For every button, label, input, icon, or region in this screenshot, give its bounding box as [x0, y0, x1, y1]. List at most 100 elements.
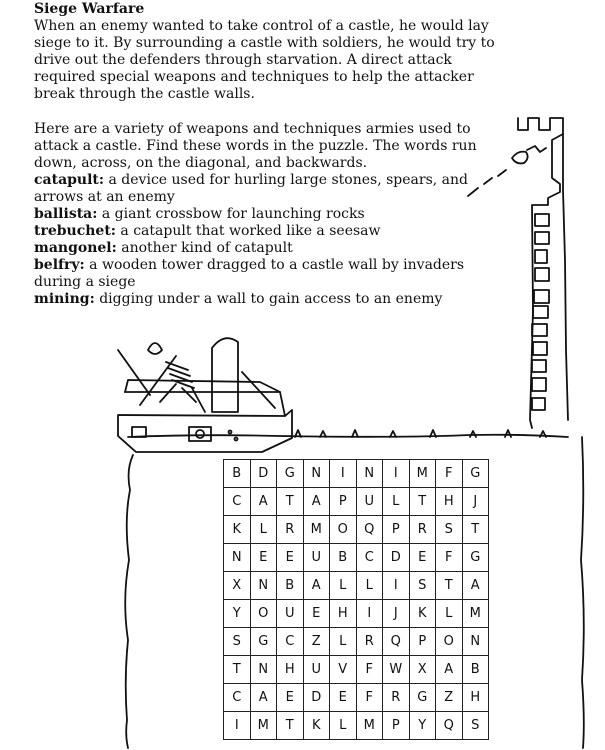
grid-cell[interactable]: F: [355, 683, 383, 712]
grid-cell[interactable]: K: [302, 711, 330, 740]
grid-cell[interactable]: H: [329, 599, 357, 628]
grid-cell[interactable]: L: [382, 487, 410, 516]
grid-cell[interactable]: I: [382, 459, 410, 488]
grid-cell[interactable]: Y: [223, 599, 251, 628]
grid-cell[interactable]: D: [302, 683, 330, 712]
grid-cell[interactable]: S: [408, 571, 436, 600]
grid-cell[interactable]: J: [382, 599, 410, 628]
grid-cell[interactable]: R: [276, 515, 304, 544]
grid-cell[interactable]: U: [355, 487, 383, 516]
grid-cell[interactable]: I: [382, 571, 410, 600]
grid-cell[interactable]: B: [276, 571, 304, 600]
grid-cell[interactable]: Q: [382, 627, 410, 656]
grid-cell[interactable]: T: [276, 487, 304, 516]
grid-cell[interactable]: R: [408, 515, 436, 544]
grid-cell[interactable]: P: [382, 711, 410, 740]
grid-cell[interactable]: N: [355, 459, 383, 488]
grid-cell[interactable]: P: [408, 627, 436, 656]
grid-cell[interactable]: L: [329, 571, 357, 600]
grid-cell[interactable]: T: [461, 515, 489, 544]
grid-cell[interactable]: B: [223, 459, 251, 488]
grid-cell[interactable]: I: [329, 459, 357, 488]
grid-cell[interactable]: A: [461, 571, 489, 600]
grid-cell[interactable]: C: [223, 487, 251, 516]
grid-cell[interactable]: H: [276, 655, 304, 684]
grid-cell[interactable]: P: [382, 515, 410, 544]
grid-cell[interactable]: E: [249, 543, 277, 572]
grid-cell[interactable]: C: [276, 627, 304, 656]
grid-cell[interactable]: A: [249, 487, 277, 516]
grid-cell[interactable]: D: [382, 543, 410, 572]
grid-cell[interactable]: F: [435, 459, 463, 488]
grid-cell[interactable]: U: [302, 655, 330, 684]
grid-cell[interactable]: Q: [435, 711, 463, 740]
grid-cell[interactable]: L: [355, 571, 383, 600]
grid-cell[interactable]: O: [435, 627, 463, 656]
grid-cell[interactable]: M: [355, 711, 383, 740]
grid-cell[interactable]: N: [223, 543, 251, 572]
grid-cell[interactable]: E: [329, 683, 357, 712]
grid-cell[interactable]: D: [249, 459, 277, 488]
grid-cell[interactable]: A: [435, 655, 463, 684]
grid-cell[interactable]: S: [461, 711, 489, 740]
grid-cell[interactable]: M: [302, 515, 330, 544]
grid-cell[interactable]: M: [461, 599, 489, 628]
grid-cell[interactable]: E: [276, 683, 304, 712]
grid-cell[interactable]: K: [408, 599, 436, 628]
grid-cell[interactable]: N: [302, 459, 330, 488]
grid-cell[interactable]: G: [408, 683, 436, 712]
grid-cell[interactable]: G: [461, 459, 489, 488]
grid-cell[interactable]: B: [329, 543, 357, 572]
grid-cell[interactable]: T: [408, 487, 436, 516]
grid-cell[interactable]: E: [302, 599, 330, 628]
grid-cell[interactable]: L: [329, 711, 357, 740]
grid-cell[interactable]: K: [223, 515, 251, 544]
grid-cell[interactable]: O: [329, 515, 357, 544]
grid-cell[interactable]: H: [461, 683, 489, 712]
grid-cell[interactable]: E: [408, 543, 436, 572]
grid-cell[interactable]: L: [249, 515, 277, 544]
grid-cell[interactable]: V: [329, 655, 357, 684]
grid-cell[interactable]: E: [276, 543, 304, 572]
grid-cell[interactable]: W: [382, 655, 410, 684]
grid-cell[interactable]: Y: [408, 711, 436, 740]
grid-cell[interactable]: A: [249, 683, 277, 712]
grid-cell[interactable]: C: [223, 683, 251, 712]
grid-cell[interactable]: N: [249, 571, 277, 600]
grid-cell[interactable]: N: [461, 627, 489, 656]
grid-cell[interactable]: F: [435, 543, 463, 572]
grid-cell[interactable]: U: [302, 543, 330, 572]
grid-cell[interactable]: X: [408, 655, 436, 684]
grid-cell[interactable]: A: [302, 571, 330, 600]
grid-cell[interactable]: F: [355, 655, 383, 684]
grid-cell[interactable]: T: [223, 655, 251, 684]
grid-cell[interactable]: Z: [302, 627, 330, 656]
grid-cell[interactable]: O: [249, 599, 277, 628]
grid-cell[interactable]: C: [355, 543, 383, 572]
grid-cell[interactable]: L: [435, 599, 463, 628]
grid-cell[interactable]: M: [249, 711, 277, 740]
grid-cell[interactable]: T: [276, 711, 304, 740]
grid-cell[interactable]: R: [355, 627, 383, 656]
grid-cell[interactable]: R: [382, 683, 410, 712]
grid-cell[interactable]: P: [329, 487, 357, 516]
grid-cell[interactable]: G: [249, 627, 277, 656]
grid-cell[interactable]: I: [223, 711, 251, 740]
grid-cell[interactable]: J: [461, 487, 489, 516]
grid-cell[interactable]: T: [435, 571, 463, 600]
grid-cell[interactable]: M: [408, 459, 436, 488]
grid-cell[interactable]: B: [461, 655, 489, 684]
grid-cell[interactable]: S: [223, 627, 251, 656]
grid-cell[interactable]: S: [435, 515, 463, 544]
grid-cell[interactable]: N: [249, 655, 277, 684]
grid-cell[interactable]: X: [223, 571, 251, 600]
grid-cell[interactable]: U: [276, 599, 304, 628]
grid-cell[interactable]: Q: [355, 515, 383, 544]
grid-cell[interactable]: Z: [435, 683, 463, 712]
grid-cell[interactable]: G: [461, 543, 489, 572]
grid-cell[interactable]: I: [355, 599, 383, 628]
grid-cell[interactable]: A: [302, 487, 330, 516]
grid-cell[interactable]: G: [276, 459, 304, 488]
grid-cell[interactable]: L: [329, 627, 357, 656]
grid-cell[interactable]: H: [435, 487, 463, 516]
